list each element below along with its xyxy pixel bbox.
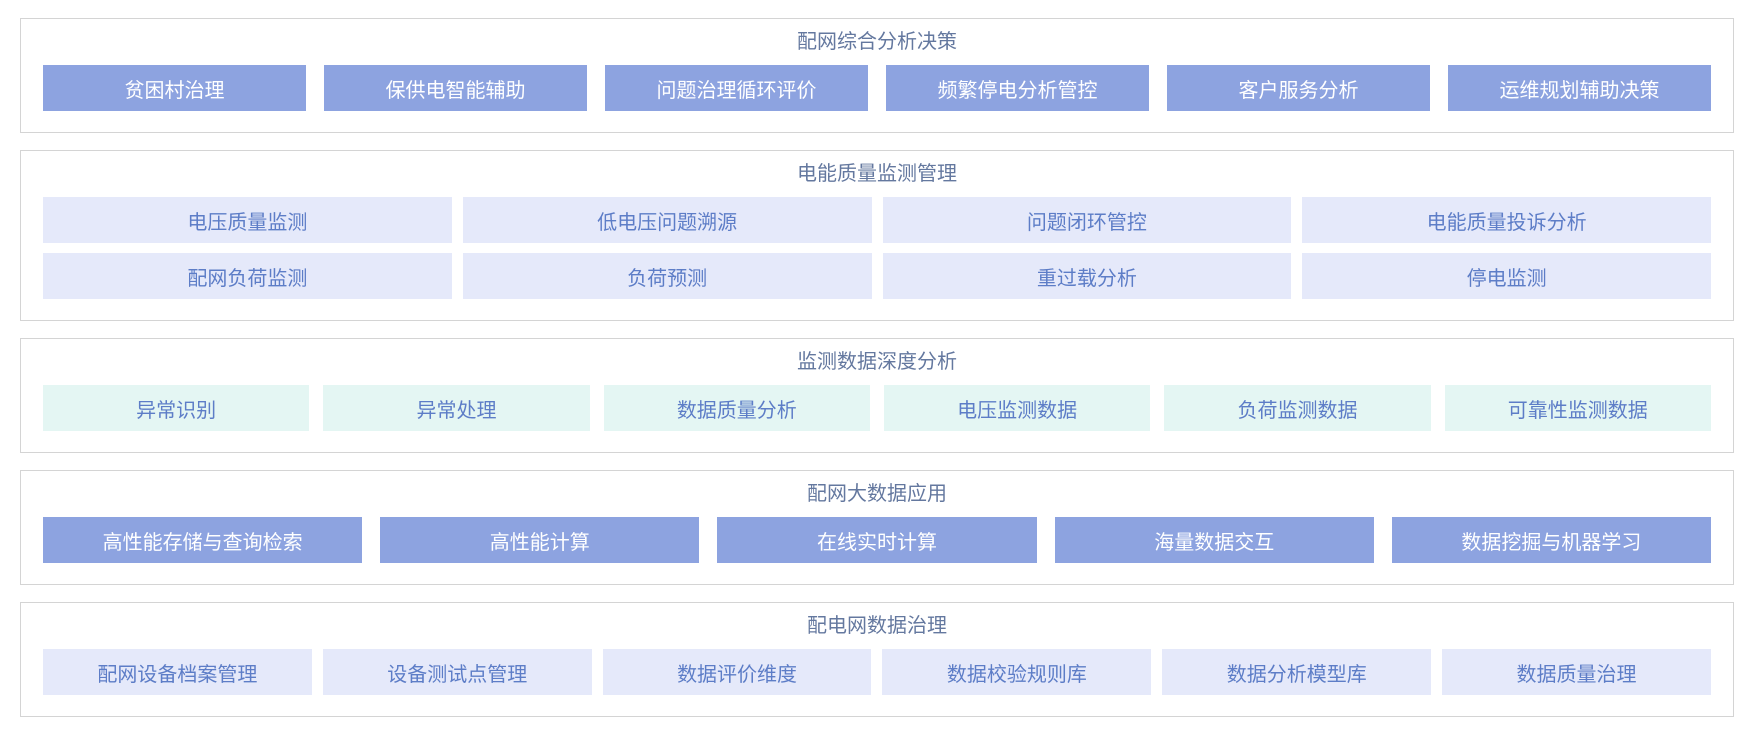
menu-tile[interactable]: 在线实时计算	[717, 517, 1037, 563]
menu-tile[interactable]: 负荷预测	[462, 253, 872, 299]
menu-tile[interactable]: 异常识别	[43, 385, 310, 431]
panel-1: 配网综合分析决策贫困村治理保供电智能辅助问题治理循环评价频繁停电分析管控客户服务…	[20, 18, 1734, 133]
menu-tile[interactable]: 频繁停电分析管控	[886, 65, 1149, 111]
menu-tile[interactable]: 电能质量投诉分析	[1302, 197, 1711, 243]
menu-tile[interactable]: 数据评价维度	[602, 649, 872, 695]
menu-tile[interactable]: 问题治理循环评价	[605, 65, 868, 111]
panel-2: 电能质量监测管理电压质量监测低电压问题溯源问题闭环管控电能质量投诉分析配网负荷监…	[20, 150, 1734, 321]
menu-tile[interactable]: 问题闭环管控	[882, 197, 1292, 243]
panel-4: 配网大数据应用高性能存储与查询检索高性能计算在线实时计算海量数据交互数据挖掘与机…	[20, 470, 1734, 585]
menu-tile[interactable]: 配网设备档案管理	[43, 649, 312, 695]
menu-tile[interactable]: 海量数据交互	[1054, 517, 1374, 563]
menu-tile[interactable]: 数据校验规则库	[882, 649, 1152, 695]
tile-row: 高性能存储与查询检索高性能计算在线实时计算海量数据交互数据挖掘与机器学习	[43, 517, 1712, 563]
section-title: 配网综合分析决策	[797, 31, 957, 53]
panel-list: 配网综合分析决策贫困村治理保供电智能辅助问题治理循环评价频繁停电分析管控客户服务…	[20, 18, 1734, 717]
menu-tile[interactable]: 数据挖掘与机器学习	[1391, 517, 1712, 563]
menu-tile[interactable]: 电压监测数据	[883, 385, 1151, 431]
menu-tile[interactable]: 保供电智能辅助	[324, 65, 587, 111]
section-title: 电能质量监测管理	[797, 163, 957, 185]
menu-tile[interactable]: 设备测试点管理	[322, 649, 592, 695]
menu-tile[interactable]: 可靠性监测数据	[1444, 385, 1711, 431]
tile-row: 配网负荷监测负荷预测重过载分析停电监测	[43, 253, 1711, 299]
tile-row: 配网设备档案管理设备测试点管理数据评价维度数据校验规则库数据分析模型库数据质量治…	[43, 649, 1711, 695]
panel-5: 配电网数据治理配网设备档案管理设备测试点管理数据评价维度数据校验规则库数据分析模…	[20, 602, 1734, 717]
menu-tile[interactable]: 贫困村治理	[43, 65, 306, 111]
menu-tile[interactable]: 高性能存储与查询检索	[43, 517, 363, 563]
menu-tile[interactable]: 数据分析模型库	[1162, 649, 1432, 695]
tile-row: 异常识别异常处理数据质量分析电压监测数据负荷监测数据可靠性监测数据	[43, 385, 1711, 431]
section-title: 配网大数据应用	[807, 483, 947, 505]
menu-tile[interactable]: 数据质量治理	[1442, 649, 1711, 695]
tile-row: 电压质量监测低电压问题溯源问题闭环管控电能质量投诉分析	[43, 197, 1711, 243]
menu-tile[interactable]: 高性能计算	[380, 517, 700, 563]
menu-tile[interactable]: 重过载分析	[882, 253, 1292, 299]
tile-row: 贫困村治理保供电智能辅助问题治理循环评价频繁停电分析管控客户服务分析运维规划辅助…	[43, 65, 1711, 111]
menu-tile[interactable]: 低电压问题溯源	[462, 197, 872, 243]
menu-tile[interactable]: 配网负荷监测	[43, 253, 452, 299]
menu-tile[interactable]: 客户服务分析	[1167, 65, 1430, 111]
panel-3: 监测数据深度分析异常识别异常处理数据质量分析电压监测数据负荷监测数据可靠性监测数…	[20, 338, 1734, 453]
menu-tile[interactable]: 数据质量分析	[603, 385, 870, 431]
section-title: 监测数据深度分析	[797, 351, 957, 373]
menu-tile[interactable]: 负荷监测数据	[1164, 385, 1431, 431]
menu-tile[interactable]: 电压质量监测	[43, 197, 452, 243]
menu-tile[interactable]: 异常处理	[323, 385, 590, 431]
menu-tile[interactable]: 运维规划辅助决策	[1448, 65, 1711, 111]
section-title: 配电网数据治理	[807, 615, 947, 637]
menu-tile[interactable]: 停电监测	[1302, 253, 1711, 299]
